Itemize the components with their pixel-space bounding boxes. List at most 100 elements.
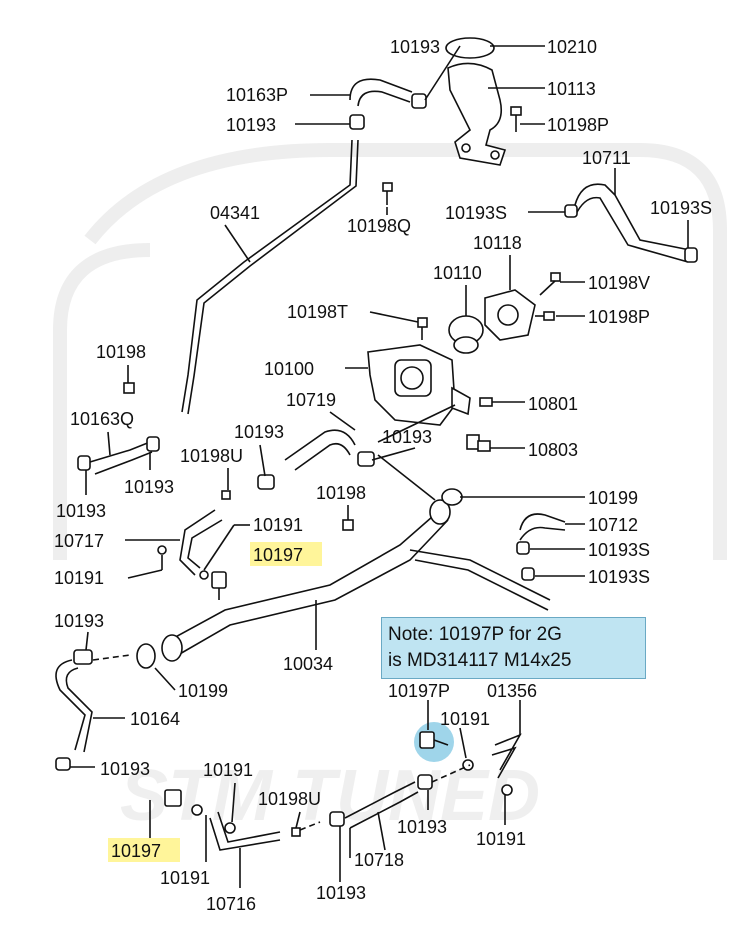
label-10198-a: 10198 xyxy=(96,342,146,362)
label-10198-b: 10198 xyxy=(316,483,366,503)
note-line-2: is MD314117 M14x25 xyxy=(388,650,572,671)
hose-10163Q xyxy=(89,441,153,475)
washer-10191-e xyxy=(191,804,203,816)
clamp-10193-d xyxy=(357,451,375,467)
washer-10191-f xyxy=(501,784,513,796)
thermostat-10110 xyxy=(448,315,484,354)
label-10193-b: 10193 xyxy=(234,422,284,442)
bolt-10198P-mid xyxy=(535,311,555,321)
label-10801: 10801 xyxy=(528,394,578,414)
label-10163Q: 10163Q xyxy=(70,409,134,429)
hose-10711 xyxy=(574,183,691,263)
label-10718: 10718 xyxy=(354,850,404,870)
bolt-10197-a xyxy=(211,571,227,600)
highlight-10197-b xyxy=(108,838,180,862)
label-10193-f: 10193 xyxy=(54,611,104,631)
label-10113: 10113 xyxy=(547,79,596,99)
label-10193S-d: 10193S xyxy=(588,567,650,587)
clamp-10193S-d xyxy=(521,567,535,581)
sensor-10803 xyxy=(466,434,491,452)
label-10197-b: 10197 xyxy=(111,841,161,861)
label-10034: 10034 xyxy=(283,654,333,674)
thermostat-housing-10113 xyxy=(445,37,507,166)
pipe-10034-end xyxy=(161,634,183,662)
label-10193-top: 10193 xyxy=(390,37,440,57)
bolt-10197P xyxy=(419,731,449,749)
label-10712: 10712 xyxy=(588,515,638,535)
oring-10199-b xyxy=(136,643,156,669)
pipe-10717 xyxy=(179,509,223,576)
label-10193-g: 10193 xyxy=(100,759,150,779)
housing-10118 xyxy=(484,289,536,341)
label-10198V: 10198V xyxy=(588,273,650,293)
label-10198T: 10198T xyxy=(287,302,348,322)
label-10197P: 10197P xyxy=(388,681,450,701)
label-10100: 10100 xyxy=(264,359,314,379)
label-10193-i: 10193 xyxy=(316,883,366,903)
label-10198P-top: 10198P xyxy=(547,115,609,135)
label-10199-a: 10199 xyxy=(588,488,638,508)
label-10716: 10716 xyxy=(206,894,256,914)
hose-10712 xyxy=(519,513,566,541)
bolt-10198V xyxy=(539,272,561,296)
washer-10191-a xyxy=(199,570,209,580)
bolt-10198U-b xyxy=(291,827,301,837)
part-labels: 10210 10193 10113 10163P 10193 10198P 10… xyxy=(54,37,712,914)
label-10198U-b: 10198U xyxy=(258,789,321,809)
label-10191-b: 10191 xyxy=(54,568,104,588)
label-10110: 10110 xyxy=(433,263,482,283)
label-10193-a: 10193 xyxy=(226,115,276,135)
label-04341: 04341 xyxy=(210,203,260,223)
label-10193S-b: 10193S xyxy=(650,198,712,218)
bolt-10198P-top xyxy=(510,106,522,132)
label-01356: 01356 xyxy=(487,681,537,701)
label-10193-h: 10193 xyxy=(397,817,447,837)
clamp-10193-b xyxy=(146,436,160,452)
label-10210: 10210 xyxy=(547,37,597,57)
clamp-10193-a xyxy=(349,114,365,130)
label-10191-a: 10191 xyxy=(253,515,303,535)
oring-10199-a xyxy=(441,488,463,506)
pipe-04341 xyxy=(181,139,359,415)
pipe-10034 xyxy=(169,509,449,656)
bolt-10198T xyxy=(417,317,428,340)
label-10191-e: 10191 xyxy=(160,868,210,888)
bolt-10197-b xyxy=(164,789,182,807)
bolt-10198Q xyxy=(382,182,393,205)
label-10164: 10164 xyxy=(130,709,180,729)
hose-10718 xyxy=(344,781,419,829)
pipe-10034-branch xyxy=(409,549,551,611)
hose-10719 xyxy=(284,429,356,471)
label-10191-c: 10191 xyxy=(440,709,490,729)
hose-10163P xyxy=(349,78,413,107)
leader-lines xyxy=(70,45,689,888)
label-10191-d: 10191 xyxy=(203,760,253,780)
label-10198P-mid: 10198P xyxy=(588,307,650,327)
label-10803: 10803 xyxy=(528,440,578,460)
label-10163P: 10163P xyxy=(226,85,288,105)
washer-10191-c xyxy=(462,759,474,771)
label-10199-b: 10199 xyxy=(178,681,228,701)
label-10717: 10717 xyxy=(54,531,104,551)
washer-10191-b xyxy=(157,545,167,555)
clamp-10193-e xyxy=(257,474,275,490)
label-10711: 10711 xyxy=(582,148,631,168)
hose-10164 xyxy=(55,659,93,753)
clamp-10193S-a xyxy=(564,204,578,218)
note-line-1: Note: 10197P for 2G xyxy=(388,624,562,645)
bolt-10198-b xyxy=(342,519,354,531)
clamp-10193-top xyxy=(411,93,427,109)
clamp-10193-g xyxy=(55,757,71,771)
clamp-10193S-b xyxy=(684,247,698,263)
label-10193-c: 10193 xyxy=(382,427,432,447)
bolt-10198U-a xyxy=(221,490,231,500)
pipe-10034-top-end xyxy=(429,499,451,525)
sensor-10801 xyxy=(479,397,493,407)
label-10118: 10118 xyxy=(473,233,522,253)
clamp-10193-h xyxy=(417,774,433,790)
label-10719: 10719 xyxy=(286,390,336,410)
label-10193S-c: 10193S xyxy=(588,540,650,560)
note-box: Note: 10197P for 2G is MD314117 M14x25 xyxy=(381,617,646,679)
